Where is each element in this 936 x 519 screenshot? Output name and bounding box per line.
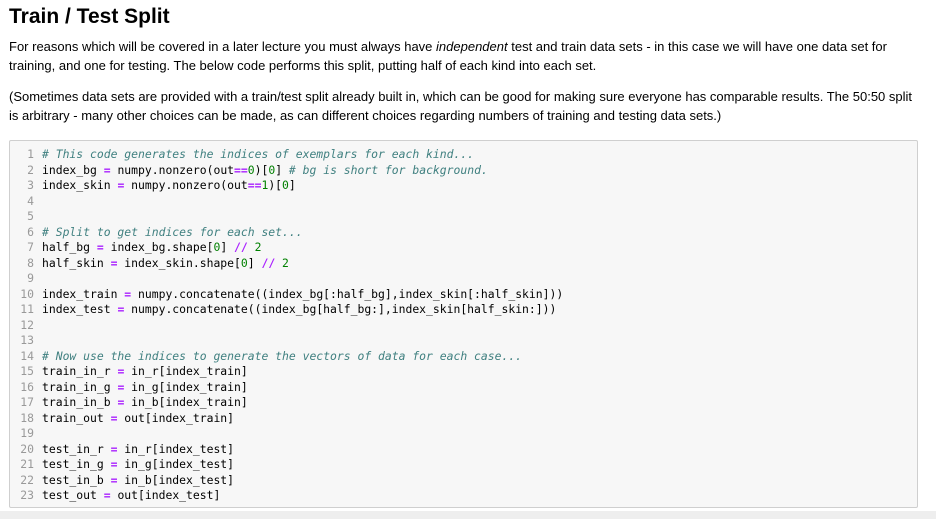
code-line[interactable]: 1# This code generates the indices of ex… — [16, 147, 474, 161]
line-number: 22 — [20, 472, 34, 487]
line-number: 23 — [20, 488, 34, 502]
line-number: 19 — [20, 426, 34, 440]
line-number: 3 — [27, 178, 34, 192]
code-line[interactable]: 4 — [16, 194, 42, 208]
line-number: 8 — [27, 255, 34, 270]
line-number: 16 — [20, 379, 34, 394]
intro-emphasis: independent — [436, 39, 508, 54]
intro-text-start: For reasons which will be covered in a l… — [9, 39, 437, 54]
code-cell[interactable]: 1# This code generates the indices of ex… — [9, 140, 918, 508]
line-number: 21 — [20, 457, 34, 471]
code-block[interactable]: 1# This code generates the indices of ex… — [16, 147, 563, 504]
code-line[interactable]: 6# Split to get indices for each set... — [16, 224, 302, 239]
line-number: 7 — [27, 240, 34, 254]
line-number: 10 — [20, 286, 34, 301]
line-number: 14 — [20, 348, 34, 363]
line-number: 15 — [20, 364, 34, 378]
line-number: 12 — [20, 317, 34, 332]
intro-paragraph: For reasons which will be covered in a l… — [9, 38, 924, 75]
intro-text-end: test and train data sets - in this case … — [9, 39, 887, 73]
line-number: 9 — [27, 271, 34, 285]
line-number: 2 — [27, 162, 34, 177]
note-paragraph: (Sometimes data sets are provided with a… — [9, 89, 913, 123]
code-line[interactable]: 13 — [16, 333, 42, 347]
line-number: 13 — [20, 333, 34, 347]
code-line[interactable]: 9 — [16, 271, 42, 285]
line-number: 17 — [20, 395, 34, 409]
line-number: 4 — [27, 193, 34, 208]
line-number: 5 — [27, 209, 34, 223]
section-heading: Train / Test Split — [9, 5, 170, 28]
bottom-scroll-area — [0, 511, 936, 519]
line-number: 18 — [20, 410, 34, 425]
code-line[interactable]: 12 — [16, 318, 42, 332]
line-number: 1 — [27, 147, 34, 161]
line-number: 20 — [20, 441, 34, 456]
code-line[interactable]: 5 — [16, 209, 42, 223]
code-line[interactable]: 19 — [16, 426, 42, 440]
line-number: 6 — [27, 224, 34, 239]
line-number: 11 — [20, 302, 34, 316]
code-line[interactable]: 14# Now use the indices to generate the … — [16, 349, 522, 363]
